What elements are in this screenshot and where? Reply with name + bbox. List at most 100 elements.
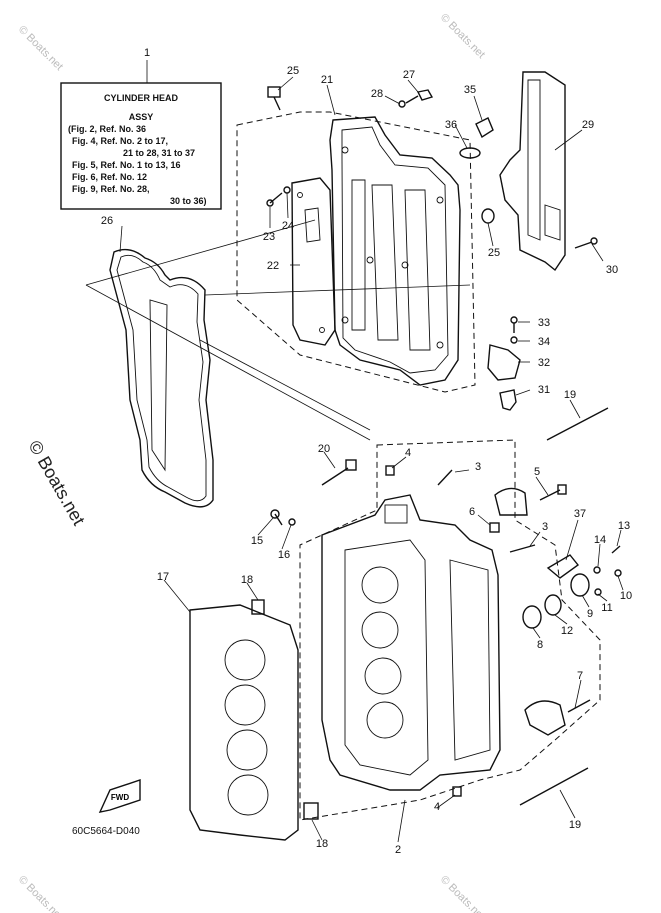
callout-13: 13 [618,520,630,532]
bolt-20 [321,459,357,486]
callout-18-top: 18 [241,574,253,586]
bracket-29 [499,71,566,272]
corner-watermark-tl: © Boats.net [16,24,65,73]
callout-12: 12 [561,625,573,637]
callout-32: 32 [538,357,550,369]
bolt-19-top [546,407,609,441]
oil-cap-35 [475,117,494,139]
callout-30: 30 [606,264,618,276]
caption-line-5: Fig. 6, Ref. No. 12 [72,172,147,182]
bolt-13 [611,545,621,554]
callout-24: 24 [282,220,294,232]
callout-28: 28 [371,88,383,100]
washer-34 [510,336,518,344]
callout-23: 23 [263,231,275,243]
bolt-27 [405,89,434,104]
callout-21: 21 [321,74,333,86]
corner-watermark-tr: © Boats.net [438,12,487,61]
sleeve-18-bottom [303,802,319,820]
callout-19-top: 19 [564,389,576,401]
callout-7: 7 [577,670,583,682]
callout-25-right: 25 [488,247,500,259]
cover-assembly-outline [236,111,476,393]
bolt-23 [266,192,283,207]
callout-26: 26 [101,215,113,227]
fwd-arrow: FWD [98,779,141,813]
callout-9: 9 [587,608,593,620]
callout-11: 11 [601,602,612,614]
part-14 [593,566,601,574]
dowel-4-bottom [452,786,462,797]
washer-16 [288,518,296,526]
caption-title: CYLINDER HEAD [104,93,179,103]
side-watermark: © Boats.net [25,437,89,529]
clamp-part [494,487,528,516]
callout-36: 36 [445,119,457,131]
part-37 [546,554,580,579]
caption-line-3: 21 to 28, 31 to 37 [123,148,195,158]
callout-4-top: 4 [405,447,411,459]
part-8 [522,605,542,629]
drawing-code: 60C5664-D040 [72,826,140,837]
bolt-25-top [267,86,281,111]
caption-line-7: 30 to 36) [170,196,207,206]
sleeve-3-right [509,544,536,553]
bolt-19-bottom [519,767,589,806]
caption-line-6: Fig. 9, Ref. No. 28, [72,184,150,194]
caption-box: CYLINDER HEAD ASSY (Fig. 2, Ref. No. 36 … [60,82,222,210]
clamp-7 [524,699,591,736]
bolt-15 [270,509,283,526]
callout-37: 37 [574,508,586,520]
callout-1: 1 [144,47,150,59]
o-ring-36 [459,147,481,159]
callout-17: 17 [157,571,169,583]
corner-watermark-br: © Boats.net [438,874,487,913]
callout-3-right: 3 [542,521,548,533]
plug-6 [489,522,500,533]
callout-22: 22 [267,260,279,272]
part-9 [570,573,590,597]
part-11 [594,588,602,596]
callout-14: 14 [594,534,606,546]
callout-4-bottom: 4 [434,801,440,813]
washer-24 [283,186,291,194]
callout-16: 16 [278,549,290,561]
fwd-label: FWD [111,793,129,802]
caption-line-2: Fig. 4, Ref. No. 2 to 17, [72,136,168,146]
callout-15: 15 [251,535,263,547]
washer-28 [398,100,406,108]
callout-35: 35 [464,84,476,96]
head-assembly-outline [299,439,601,821]
callout-6: 6 [469,506,475,518]
callout-29: 29 [582,119,594,131]
bolt-5 [539,484,567,501]
fitting-31 [499,389,517,411]
callout-10: 10 [620,590,632,602]
corner-watermark-bl: © Boats.net [16,874,65,913]
callout-8: 8 [537,639,543,651]
gasket-26 [109,248,214,508]
callout-3-top: 3 [475,461,481,473]
callout-20: 20 [318,443,330,455]
sensor-32 [487,344,521,381]
callout-33: 33 [538,317,550,329]
cylinder-head-2 [321,494,501,791]
callout-labels: 1 2 3 3 4 4 5 6 7 8 9 10 11 12 13 14 15 … [101,47,632,856]
callout-31: 31 [538,384,550,396]
callout-2: 2 [395,844,401,856]
head-gasket-17 [189,604,299,841]
caption-subtitle: ASSY [129,112,154,122]
part-12 [544,594,562,616]
callout-34: 34 [538,336,550,348]
caption-line-4: Fig. 5, Ref. No. 1 to 13, 16 [72,160,181,170]
cover-plate-22 [291,177,336,346]
leader-lines [119,76,624,843]
callout-25-top: 25 [287,65,299,77]
bolt-30 [574,237,598,249]
callout-18-bottom: 18 [316,838,328,850]
caption-line-1: (Fig. 2, Ref. No. 36 [68,124,146,134]
grommet-25-right [481,208,495,224]
dowel-4-top [385,465,395,476]
callout-19-bottom: 19 [569,819,581,831]
